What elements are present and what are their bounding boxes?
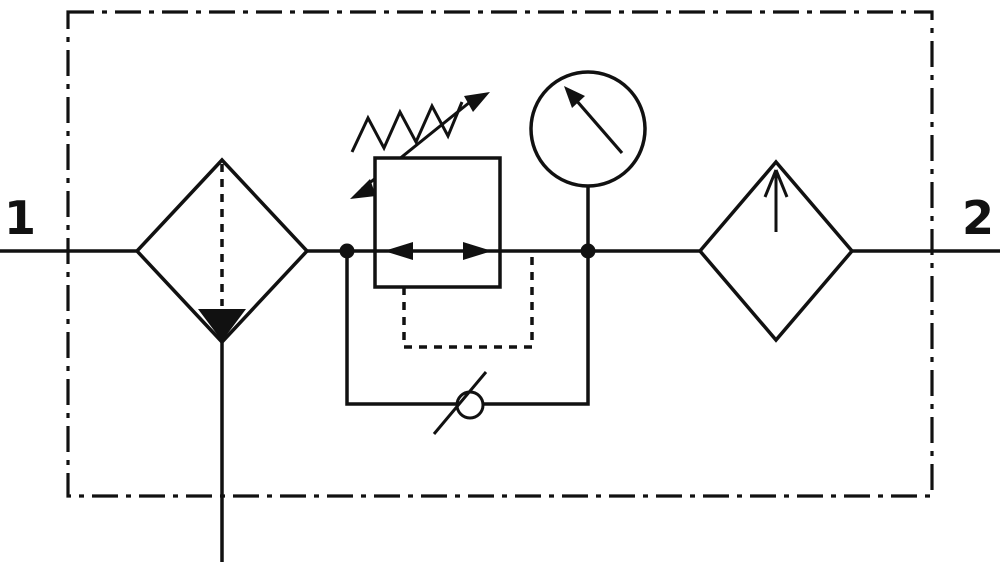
junction-dot-left xyxy=(339,243,355,259)
regulator-spring-icon xyxy=(350,101,464,153)
outlet-filter-symbol xyxy=(697,159,855,343)
junction-dot-right xyxy=(580,243,596,259)
check-valve-symbol xyxy=(432,371,488,435)
pressure-gauge-symbol xyxy=(529,70,647,251)
gauge-dial xyxy=(529,70,647,188)
adjustment-arrow-head-up xyxy=(464,92,490,112)
pilot-line xyxy=(402,256,534,349)
regulator-symbol xyxy=(350,92,534,349)
outlet-filter-diamond xyxy=(697,159,855,343)
filter-separator-symbol xyxy=(134,157,310,562)
regulator-arrow-left xyxy=(384,242,413,260)
boundary-rect xyxy=(66,10,934,498)
port-label-inlet: 1 xyxy=(4,191,36,245)
adjustment-arrow-head-down xyxy=(350,179,376,199)
assembly-boundary-frame xyxy=(66,10,934,498)
regulator-arrow-right xyxy=(463,242,492,260)
check-valve-ball xyxy=(455,390,485,420)
gauge-needle xyxy=(574,98,624,155)
outlet-filter-arrow-left xyxy=(763,169,778,198)
regulator-body xyxy=(373,156,502,289)
gauge-needle-head xyxy=(564,86,585,108)
check-valve-seat xyxy=(432,371,488,435)
separator-drain-triangle xyxy=(198,309,246,341)
outlet-filter-arrow-right xyxy=(774,169,789,198)
port-label-outlet: 2 xyxy=(962,191,994,245)
